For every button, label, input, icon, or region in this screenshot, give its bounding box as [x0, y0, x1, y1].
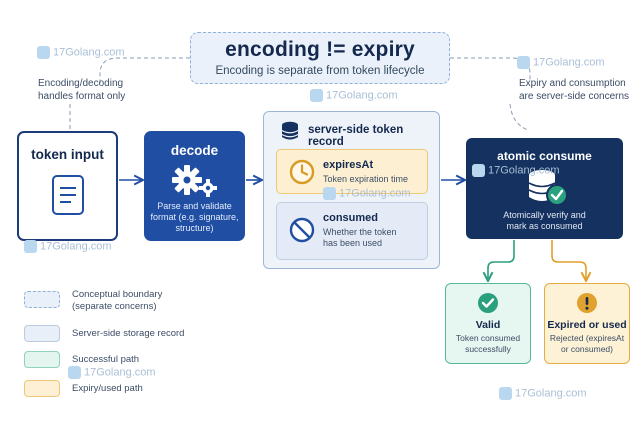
expires-at-description: Token expiration time	[323, 174, 409, 184]
expired-title: Expired or used	[547, 319, 627, 331]
decode-desc-line: structure)	[175, 223, 214, 233]
watermark: 17Golang.com	[37, 46, 125, 59]
server-record-node: server-side token record expiresAt Token…	[263, 111, 440, 269]
valid-description: Token consumed successfully	[446, 333, 530, 355]
decode-desc-line: Parse and validate	[157, 201, 232, 211]
expires-at-title: expiresAt	[323, 159, 374, 171]
watermark-text: 17Golang.com	[515, 387, 587, 400]
legend-label-expiry: Expiry/used path	[72, 383, 143, 394]
expired-desc-line: Rejected (expiresAt	[549, 333, 625, 343]
watermark-logo-icon	[37, 46, 50, 59]
atomic-desc-line: mark as consumed	[506, 221, 583, 231]
watermark-text: 17Golang.com	[40, 240, 112, 253]
note-left-line: Encoding/decoding	[38, 78, 124, 89]
watermark: 17Golang.com	[68, 366, 156, 379]
watermark-text: 17Golang.com	[488, 164, 560, 177]
watermark: 17Golang.com	[310, 89, 398, 102]
exclamation-circle-icon	[577, 293, 597, 313]
decode-node: decode Parse and validate format (e.g. s…	[144, 131, 245, 241]
legend-label-success: Successful path	[72, 354, 140, 365]
watermark-logo-icon	[472, 164, 485, 177]
note-right: Expiry and consumption are server-side c…	[519, 77, 629, 103]
database-icon	[281, 121, 299, 140]
decode-label: decode	[170, 143, 219, 158]
valid-desc-line: Token consumed	[455, 333, 521, 343]
decode-desc-line: format (e.g. signature,	[150, 212, 239, 222]
atomic-consume-label: atomic consume	[497, 149, 592, 163]
consumed-card: consumed Whether the token has been used	[276, 202, 428, 260]
watermark-logo-icon	[323, 187, 336, 200]
title-box: encoding != expiry Encoding is separate …	[190, 32, 450, 84]
atomic-desc-line: Atomically verify and	[503, 210, 586, 220]
check-circle-icon	[478, 293, 498, 313]
valid-result-node: Valid Token consumed successfully	[445, 283, 531, 364]
watermark-text: 17Golang.com	[326, 89, 398, 102]
arrow-atomic-to-valid	[488, 240, 515, 280]
token-input-node: token input	[17, 131, 118, 241]
watermark: 17Golang.com	[472, 164, 560, 177]
valid-title: Valid	[475, 319, 501, 331]
atomic-consume-description: Atomically verify and mark as consumed	[466, 210, 623, 232]
token-input-label: token input	[31, 147, 104, 162]
watermark-text: 17Golang.com	[84, 366, 156, 379]
clock-icon	[289, 159, 315, 185]
expired-result-node: Expired or used Rejected (expiresAt or c…	[544, 283, 630, 364]
gears-icon	[172, 165, 217, 197]
watermark: 17Golang.com	[499, 387, 587, 400]
watermark-logo-icon	[24, 240, 37, 253]
note-left: Encoding/decoding handles format only	[38, 77, 125, 103]
watermark-text: 17Golang.com	[339, 187, 411, 200]
arrow-atomic-to-expired	[551, 240, 586, 280]
note-right-line: Expiry and consumption	[519, 78, 626, 89]
dashed-line-left	[99, 57, 190, 84]
watermark: 17Golang.com	[24, 240, 112, 253]
watermark: 17Golang.com	[323, 187, 411, 200]
expired-description: Rejected (expiresAt or consumed)	[545, 333, 629, 355]
watermark-text: 17Golang.com	[53, 46, 125, 59]
legend-label-boundary: Conceptual boundary (separate concerns)	[72, 289, 162, 312]
diagram-title: encoding != expiry	[225, 38, 415, 61]
consumed-desc-line: has been used	[323, 238, 383, 248]
dashed-line-right-lower	[509, 103, 529, 131]
consumed-title: consumed	[323, 212, 379, 224]
decode-description: Parse and validate format (e.g. signatur…	[148, 201, 241, 234]
server-record-title: server-side token record	[308, 124, 404, 148]
consumed-desc-line: Whether the token	[323, 227, 397, 237]
legend-line: Conceptual boundary	[72, 289, 163, 300]
atomic-consume-node: atomic consume Atomically verify and mar…	[466, 138, 623, 239]
legend-swatch-storage	[24, 325, 60, 342]
diagram-subtitle: Encoding is separate from token lifecycl…	[215, 65, 425, 77]
watermark: 17Golang.com	[517, 56, 605, 69]
legend-swatch-success	[24, 351, 60, 368]
watermark-logo-icon	[499, 387, 512, 400]
watermark-text: 17Golang.com	[533, 56, 605, 69]
legend-line: (separate concerns)	[72, 300, 157, 312]
legend-swatch-boundary	[24, 291, 60, 308]
note-right-line: are server-side concerns	[519, 91, 630, 102]
watermark-logo-icon	[310, 89, 323, 102]
consumed-description: Whether the token has been used	[323, 227, 423, 249]
document-icon	[52, 175, 84, 215]
legend-swatch-expiry	[24, 380, 60, 397]
expired-desc-line: or consumed)	[561, 344, 613, 354]
note-left-line: handles format only	[38, 91, 126, 102]
database-check-icon	[528, 170, 568, 206]
expires-at-card: expiresAt Token expiration time	[276, 149, 428, 194]
legend-label-storage: Server-side storage record	[72, 328, 185, 339]
valid-desc-line: successfully	[465, 344, 511, 354]
no-entry-icon	[289, 217, 315, 243]
watermark-logo-icon	[517, 56, 530, 69]
watermark-logo-icon	[68, 366, 81, 379]
